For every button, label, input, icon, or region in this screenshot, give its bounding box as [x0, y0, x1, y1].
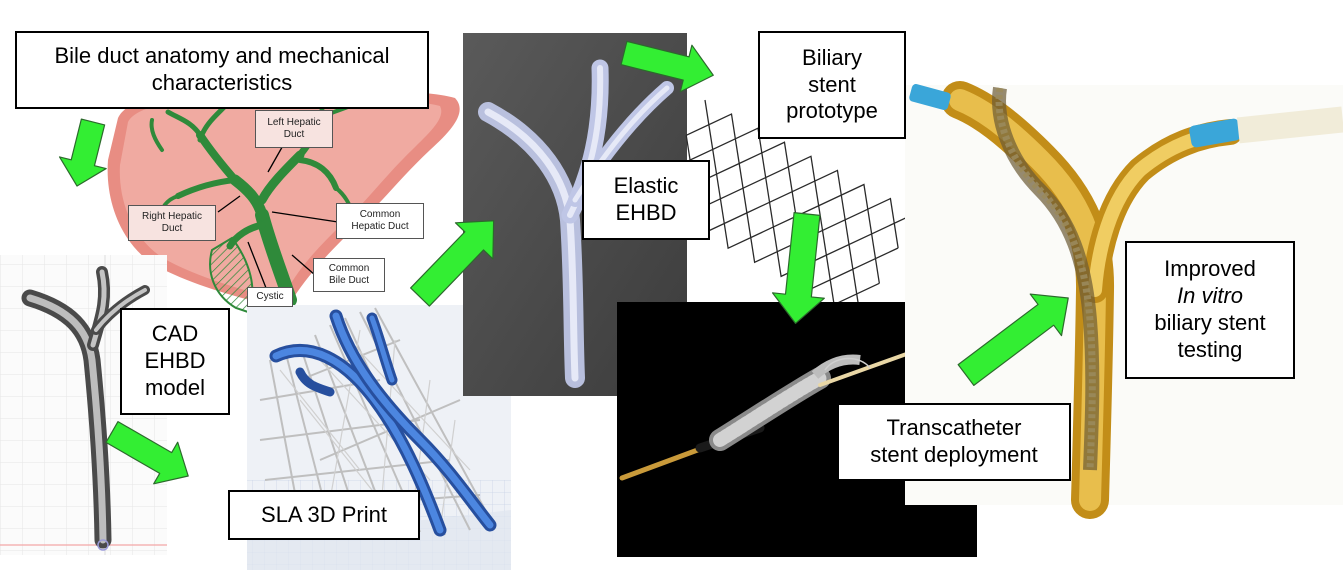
- label-right-hepatic-duct: Right Hepatic Duct: [128, 205, 216, 241]
- anatomy-box: Bile duct anatomy and mechanical charact…: [15, 31, 429, 109]
- testing-box-line1: Improved: [1164, 256, 1256, 282]
- label-common-bile-line2: Bile Duct: [328, 275, 369, 286]
- label-common-bile-line1: Common: [328, 263, 370, 274]
- prototype-box-line2: stent: [808, 71, 856, 97]
- label-right-hepatic-line1: Right Hepatic: [141, 211, 203, 222]
- label-right-hepatic-line2: Duct: [161, 223, 183, 234]
- cad-box-line3: model: [145, 374, 205, 400]
- label-cystic-text: Cystic: [256, 291, 284, 302]
- prototype-box-line1: Biliary: [802, 44, 862, 70]
- label-common-hepatic-duct: Common Hepatic Duct: [336, 203, 424, 239]
- liver-anatomy-illustration: [107, 90, 460, 314]
- label-common-hepatic-line2: Hepatic Duct: [351, 221, 409, 232]
- elastic-box: Elastic EHBD: [582, 160, 710, 240]
- prototype-box-line3: prototype: [786, 98, 878, 124]
- flow-arrow-icon: [58, 40, 1069, 485]
- anatomy-box-line1: Bile duct anatomy and mechanical: [54, 43, 390, 69]
- prototype-box: Biliary stent prototype: [758, 31, 906, 139]
- label-common-bile-duct: Common Bile Duct: [313, 258, 385, 292]
- stent-mesh-icon: [648, 99, 918, 319]
- cad-box: CAD EHBD model: [120, 308, 230, 415]
- elastic-box-line1: Elastic: [613, 173, 679, 199]
- testing-box: Improved In vitro biliary stent testing: [1125, 241, 1295, 379]
- sla-print-panel: [247, 305, 511, 570]
- sla-box: SLA 3D Print: [228, 490, 420, 540]
- sla-box-text: SLA 3D Print: [261, 501, 387, 527]
- label-left-hepatic-line2: Duct: [283, 129, 305, 140]
- cad-box-line1: CAD: [151, 321, 199, 347]
- label-left-hepatic-duct: Left Hepatic Duct: [255, 110, 333, 148]
- label-cystic: Cystic: [247, 287, 293, 307]
- label-left-hepatic-line1: Left Hepatic: [267, 117, 321, 128]
- deployment-box: Transcatheter stent deployment: [837, 403, 1071, 481]
- deployment-box-line2: stent deployment: [870, 442, 1038, 467]
- anatomy-box-line2: characteristics: [151, 70, 293, 95]
- testing-box-line3: biliary stent: [1154, 310, 1266, 335]
- deployment-box-line1: Transcatheter: [886, 415, 1022, 441]
- label-common-hepatic-line1: Common: [359, 209, 401, 220]
- elastic-box-line2: EHBD: [615, 200, 677, 225]
- cad-box-line2: EHBD: [144, 348, 206, 374]
- testing-box-line4: testing: [1177, 336, 1243, 362]
- testing-box-line2: In vitro: [1176, 283, 1244, 309]
